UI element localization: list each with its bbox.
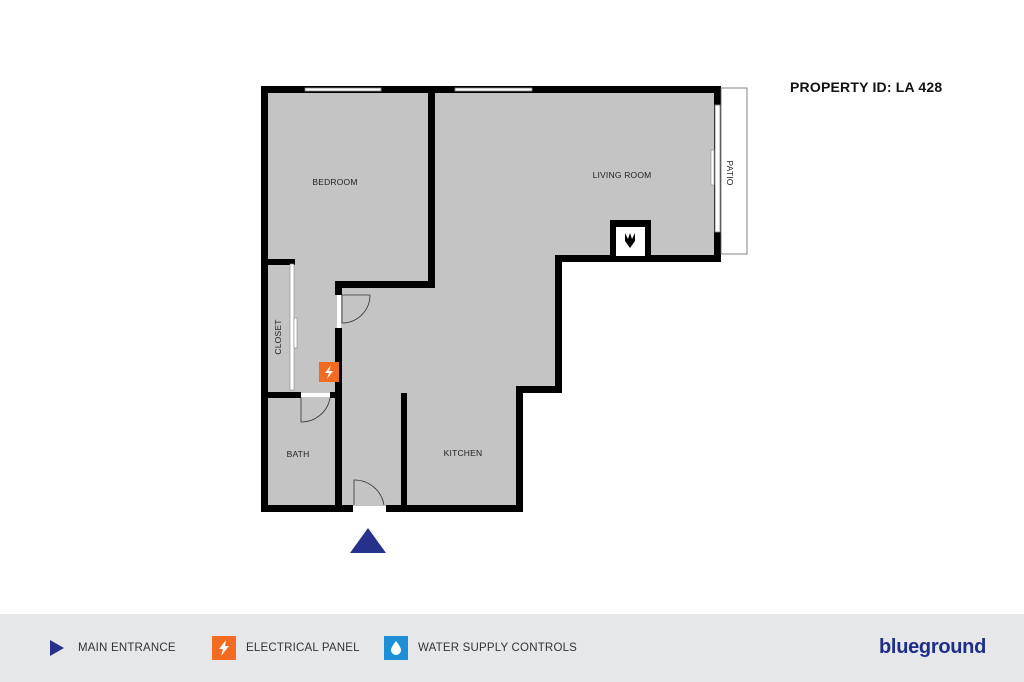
- legend-water-supply: WATER SUPPLY CONTROLS: [384, 614, 577, 682]
- floor-area: [264, 90, 717, 508]
- property-id: PROPERTY ID: LA 428: [790, 79, 943, 95]
- fireplace-flame-icon: [625, 233, 635, 248]
- main-entrance-marker: [350, 528, 386, 553]
- room-label-patio: PATIO: [725, 160, 735, 185]
- room-label-bath: BATH: [287, 449, 310, 459]
- brand-logo: blueground: [879, 636, 986, 658]
- closet-doors: [289, 263, 298, 391]
- legend-electrical-panel: ELECTRICAL PANEL: [212, 614, 360, 682]
- legend-water-supply-label: WATER SUPPLY CONTROLS: [418, 642, 578, 654]
- floor-plan: BEDROOM LIVING ROOM PATIO CLOSET BATH KI…: [261, 86, 748, 553]
- play-triangle-icon: [44, 636, 68, 660]
- door-swings: [300, 294, 386, 511]
- lightning-icon: [212, 636, 236, 660]
- legend-electrical-panel-label: ELECTRICAL PANEL: [246, 642, 360, 654]
- room-label-closet: CLOSET: [273, 319, 283, 354]
- legend-main-entrance: MAIN ENTRANCE: [44, 614, 176, 682]
- legend-main-entrance-label: MAIN ENTRANCE: [78, 642, 176, 654]
- electrical-panel-marker: [319, 362, 339, 382]
- windows: [304, 87, 721, 233]
- room-label-kitchen: KITCHEN: [444, 448, 483, 458]
- legend-bar: MAIN ENTRANCE ELECTRICAL PANEL WATER SUP…: [0, 614, 1024, 682]
- water-drop-icon: [384, 636, 408, 660]
- patio: [720, 87, 748, 255]
- room-label-living-room: LIVING ROOM: [593, 170, 652, 180]
- room-label-bedroom: BEDROOM: [312, 177, 357, 187]
